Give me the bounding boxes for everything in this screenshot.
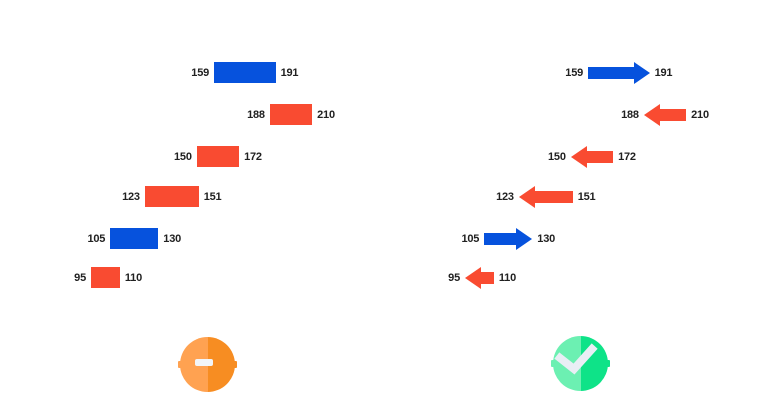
low-value-label: 159 — [565, 66, 584, 79]
arrow-body — [659, 108, 687, 121]
low-value-label: 95 — [74, 271, 86, 284]
minus-circle-icon — [178, 337, 237, 392]
low-value-label: 188 — [621, 108, 639, 121]
high-value-label: 130 — [537, 232, 556, 245]
arrow-body — [534, 190, 573, 203]
arrow-body — [586, 150, 614, 163]
range-bar — [269, 104, 313, 125]
low-value-label: 159 — [191, 66, 210, 79]
low-value-label: 123 — [496, 190, 514, 203]
high-value-label: 130 — [163, 232, 182, 245]
check-glyph — [554, 343, 598, 375]
low-value-label: 95 — [448, 271, 460, 284]
high-value-label: 210 — [691, 108, 709, 121]
high-value-label: 110 — [498, 271, 516, 284]
low-value-label: 105 — [87, 232, 106, 245]
high-value-label: 191 — [654, 66, 673, 79]
range-bar — [91, 267, 120, 288]
arrow-head-icon — [465, 266, 481, 289]
low-value-label: 188 — [247, 108, 265, 121]
low-value-label: 123 — [122, 190, 140, 203]
range-bar — [214, 62, 276, 83]
high-value-label: 110 — [124, 271, 142, 284]
arrow-head-icon — [516, 227, 533, 250]
high-value-label: 191 — [280, 66, 299, 79]
arrow-head-icon — [643, 103, 660, 126]
arrow-head-icon — [570, 145, 587, 168]
high-value-label: 151 — [203, 190, 222, 203]
low-value-label: 150 — [547, 150, 566, 163]
high-value-label: 151 — [577, 190, 596, 203]
high-value-label: 210 — [317, 108, 335, 121]
minus-glyph — [195, 359, 213, 366]
arrow-head-icon — [633, 61, 650, 84]
low-value-label: 105 — [461, 232, 480, 245]
arrow-body — [484, 232, 517, 245]
range-bar — [110, 228, 159, 249]
check-circle-icon — [551, 336, 610, 391]
arrow-body — [588, 66, 634, 79]
high-value-label: 172 — [244, 150, 262, 163]
arrow-body — [481, 271, 494, 284]
low-value-label: 150 — [173, 150, 192, 163]
arrow-head-icon — [518, 185, 535, 208]
range-bar — [144, 186, 199, 207]
high-value-label: 172 — [618, 150, 636, 163]
range-bar — [196, 146, 240, 167]
